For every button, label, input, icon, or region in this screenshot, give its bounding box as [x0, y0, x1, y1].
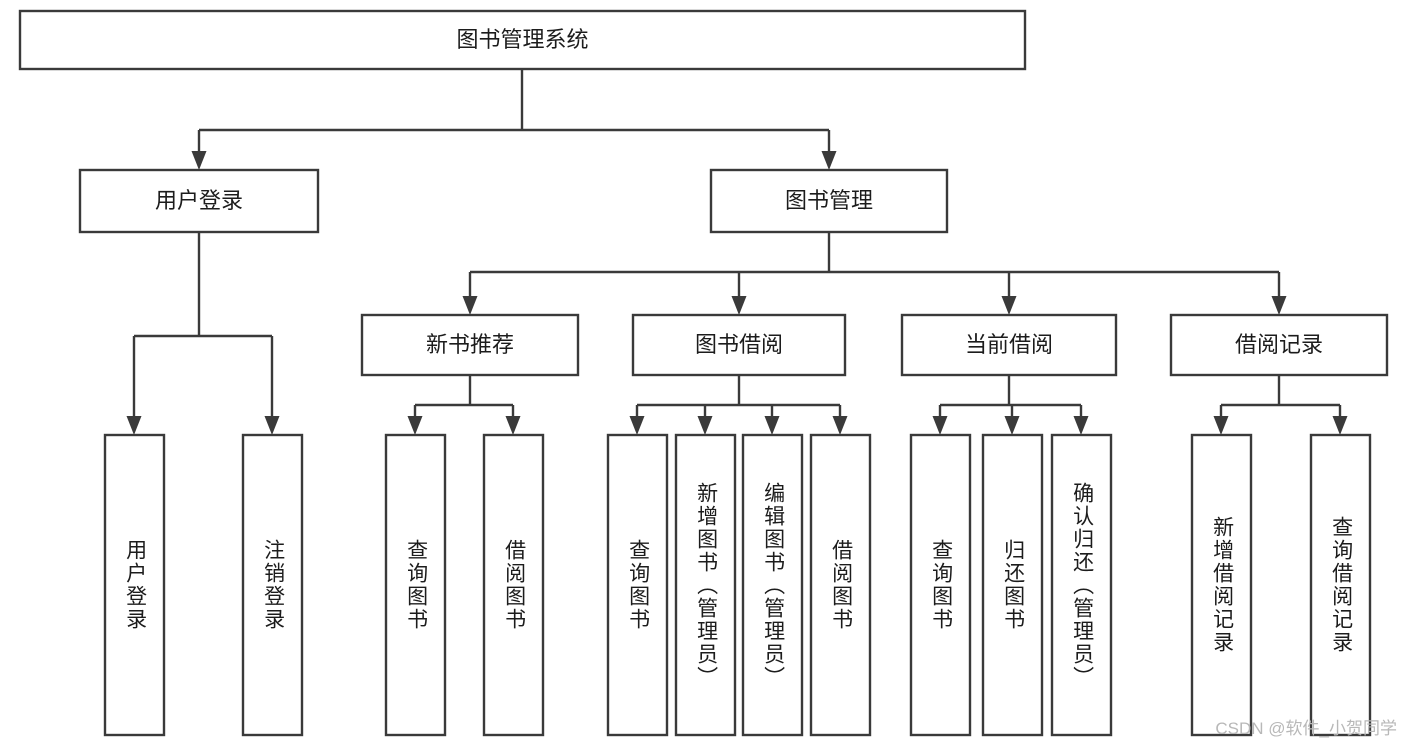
arrow-down-icon — [1271, 296, 1287, 315]
node-book-manage-label: 图书管理 — [785, 188, 873, 213]
node-current-borrow-label: 当前借阅 — [965, 332, 1053, 357]
node-title-label: 图书管理系统 — [456, 27, 588, 52]
node-leaf-return-book[interactable] — [981, 433, 1044, 737]
node-leaf-query-book-1-box[interactable] — [384, 433, 447, 737]
node-book-manage[interactable]: 图书管理 — [709, 168, 949, 234]
node-leaf-logout[interactable] — [241, 433, 304, 737]
arrow-down-icon — [1213, 416, 1229, 435]
arrow-down-icon — [629, 416, 645, 435]
node-leaf-add-record-box[interactable] — [1190, 433, 1253, 737]
node-leaf-borrow-book-1-box[interactable] — [482, 433, 545, 737]
node-leaf-add-book-box[interactable] — [674, 433, 737, 737]
node-leaf-add-record[interactable] — [1190, 433, 1253, 737]
node-leaf-borrow-book-2[interactable] — [809, 433, 872, 737]
connector-layer — [126, 69, 1348, 435]
node-leaf-query-book-2-box[interactable] — [606, 433, 669, 737]
node-leaf-query-record[interactable] — [1309, 433, 1372, 737]
arrow-down-icon — [1004, 416, 1020, 435]
node-leaf-query-book-2[interactable] — [606, 433, 669, 737]
node-leaf-query-book-3[interactable] — [909, 433, 972, 737]
arrow-down-icon — [505, 416, 521, 435]
arrow-down-icon — [407, 416, 423, 435]
arrow-down-icon — [462, 296, 478, 315]
node-user-login[interactable]: 用户登录 — [78, 168, 320, 234]
node-leaf-edit-book[interactable] — [741, 433, 804, 737]
node-user-login-label: 用户登录 — [155, 188, 243, 213]
node-leaf-edit-book-box[interactable] — [741, 433, 804, 737]
node-user-login-box[interactable] — [78, 168, 320, 234]
node-new-book-rec-box[interactable] — [360, 313, 580, 377]
arrow-down-icon — [1332, 416, 1348, 435]
node-leaf-add-book[interactable] — [674, 433, 737, 737]
node-title[interactable]: 图书管理系统 — [18, 9, 1027, 71]
node-leaf-confirm-return-box[interactable] — [1050, 433, 1113, 737]
node-leaf-confirm-return[interactable] — [1050, 433, 1113, 737]
arrow-down-icon — [764, 416, 780, 435]
node-book-borrow[interactable]: 图书借阅 — [631, 313, 847, 377]
node-borrow-record-label: 借阅记录 — [1235, 332, 1323, 357]
node-current-borrow[interactable]: 当前借阅 — [900, 313, 1118, 377]
node-leaf-logout-box[interactable] — [241, 433, 304, 737]
arrow-down-icon — [126, 416, 142, 435]
node-leaf-query-book-1[interactable] — [384, 433, 447, 737]
node-book-manage-box[interactable] — [709, 168, 949, 234]
arrow-down-icon — [832, 416, 848, 435]
node-leaf-borrow-book-2-box[interactable] — [809, 433, 872, 737]
node-current-borrow-box[interactable] — [900, 313, 1118, 377]
arrow-down-icon — [731, 296, 747, 315]
arrow-down-icon — [932, 416, 948, 435]
node-leaf-user-login[interactable] — [103, 433, 166, 737]
node-leaf-query-record-box[interactable] — [1309, 433, 1372, 737]
arrow-down-icon — [1001, 296, 1017, 315]
arrow-down-icon — [1073, 416, 1089, 435]
arrow-down-icon — [191, 151, 207, 170]
node-leaf-user-login-box[interactable] — [103, 433, 166, 737]
node-title-box[interactable] — [18, 9, 1027, 71]
node-leaf-borrow-book-1[interactable] — [482, 433, 545, 737]
arrow-down-icon — [821, 151, 837, 170]
node-new-book-rec-label: 新书推荐 — [426, 332, 514, 357]
node-book-borrow-label: 图书借阅 — [695, 332, 783, 357]
node-borrow-record-box[interactable] — [1169, 313, 1389, 377]
node-borrow-record[interactable]: 借阅记录 — [1169, 313, 1389, 377]
arrow-down-icon — [264, 416, 280, 435]
watermark-text: CSDN @软件_小贺同学 — [1215, 719, 1397, 738]
node-leaf-return-book-box[interactable] — [981, 433, 1044, 737]
node-new-book-rec[interactable]: 新书推荐 — [360, 313, 580, 377]
node-book-borrow-box[interactable] — [631, 313, 847, 377]
node-leaf-query-book-3-box[interactable] — [909, 433, 972, 737]
arrow-down-icon — [697, 416, 713, 435]
